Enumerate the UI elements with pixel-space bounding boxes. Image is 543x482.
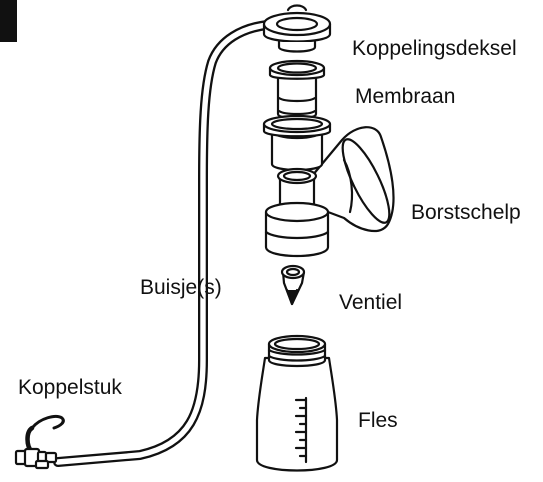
label-valve: Ventiel <box>339 291 402 315</box>
label-bottle: Fles <box>358 409 398 433</box>
label-breast-shield: Borstschelp <box>411 201 521 225</box>
bottle <box>257 336 337 471</box>
coupling-cover <box>264 6 330 52</box>
label-membrane: Membraan <box>355 85 455 109</box>
valve <box>282 266 304 304</box>
label-coupling-cover: Koppelingsdeksel <box>352 37 517 61</box>
connector <box>16 416 63 468</box>
label-tubing: Buisje(s) <box>140 276 222 300</box>
breast-shield <box>264 116 398 256</box>
membrane <box>270 61 324 119</box>
label-connector: Koppelstuk <box>18 376 122 400</box>
